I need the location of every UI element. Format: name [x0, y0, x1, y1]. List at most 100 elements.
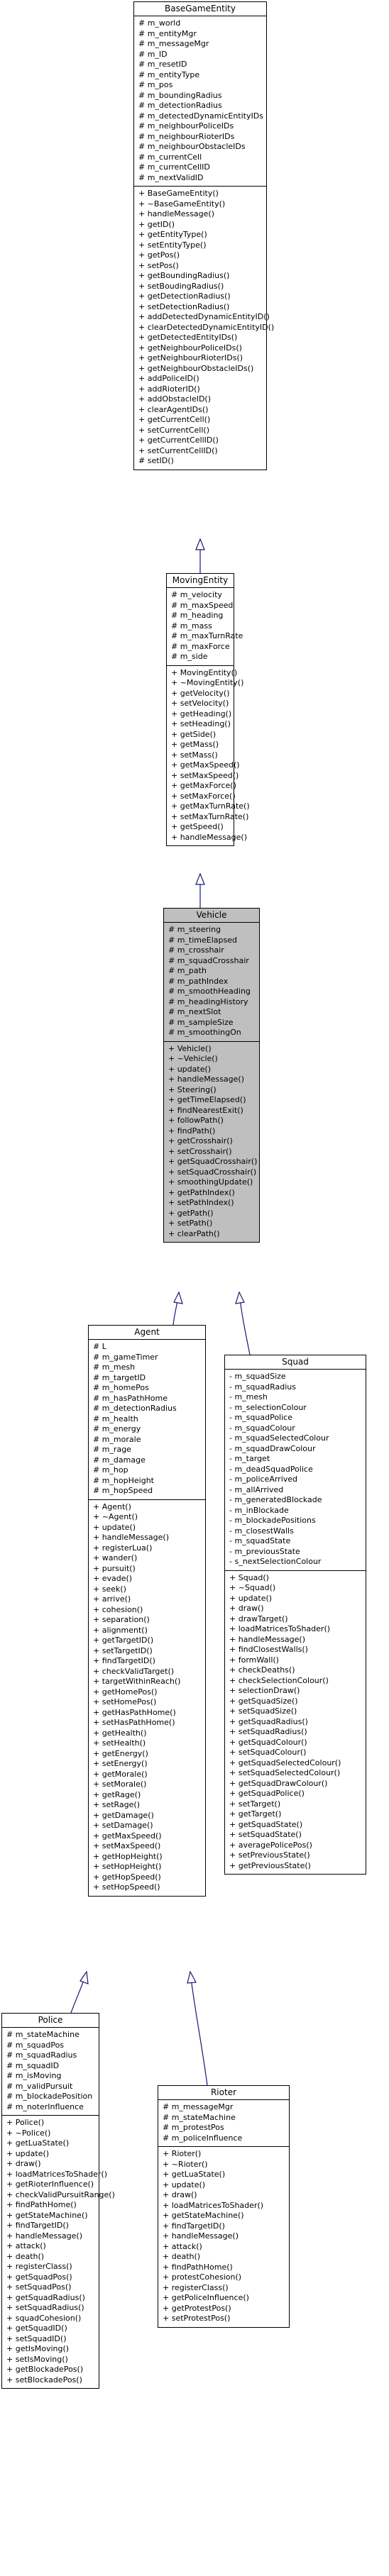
basegameentity-method: + addPoliceID() — [138, 374, 199, 383]
police-method: + getSquadID() — [6, 2324, 67, 2333]
basegameentity-attribute: # m_boundingRadius — [138, 90, 222, 100]
agent-method: + setHealth() — [93, 1738, 146, 1748]
rioter-method: + getStateMachine() — [163, 2211, 244, 2220]
rioter-attribute: # m_policeInfluence — [163, 2133, 243, 2143]
basegameentity-method: + addDetectedDynamicEntityID() — [138, 312, 270, 321]
squad-method: + handleMessage() — [229, 1634, 305, 1644]
class-vehicle[interactable]: Vehicle# m_steering# m_timeElapsed# m_cr… — [163, 908, 260, 1243]
basegameentity-method: + handleMessage() — [138, 209, 214, 218]
class-movingentity[interactable]: MovingEntity# m_velocity# m_maxSpeed# m_… — [166, 573, 250, 846]
squad-method: + drawTarget() — [229, 1614, 288, 1623]
agent-method: + findTargetID() — [93, 1656, 155, 1665]
basegameentity-attribute: # m_neighbourObstacleIDs — [138, 142, 246, 151]
vehicle-attribute: # m_smoothHeading — [168, 987, 251, 996]
squad-method: + setSquadRadius() — [229, 1727, 307, 1736]
basegameentity-method: + getDetectedEntityIDs() — [138, 333, 238, 342]
squad-method: + setSquadColour() — [229, 1748, 307, 1757]
agent-method: + evade() — [93, 1574, 133, 1583]
squad-method: + setTarget() — [229, 1799, 281, 1809]
movingentity-method: + setHeading() — [171, 719, 231, 728]
movingentity-method: + setMaxSpeed() — [171, 770, 239, 780]
basegameentity-method: + setDetectionRadius() — [138, 301, 230, 311]
vehicle-method: + getSquadCrosshair() — [168, 1157, 258, 1166]
basegameentity-attribute: # m_currentCell — [138, 152, 202, 162]
arrowhead-movingentity — [195, 872, 205, 885]
agent-method: + getRage() — [93, 1789, 141, 1799]
squad-method: + selectionDraw() — [229, 1686, 300, 1695]
class-police[interactable]: Police# m_stateMachine# m_squadPos# m_sq… — [1, 2013, 115, 2389]
class-squad[interactable]: Squad- m_squadSize- m_squadRadius- m_mes… — [224, 1355, 366, 1875]
agent-method: + setMorale() — [93, 1780, 147, 1789]
basegameentity-attribute: # m_pos — [138, 80, 173, 89]
police-method: + findTargetID() — [6, 2221, 69, 2230]
rioter-method: + setProtestPos() — [163, 2314, 231, 2323]
basegameentity-method: + getNeighbourObstacleIDs() — [138, 363, 254, 373]
rioter-method: + findPathHome() — [163, 2262, 233, 2272]
agent-method: + setHopSpeed() — [93, 1882, 160, 1892]
squad-attribute: - m_generatedBlockade — [229, 1495, 322, 1504]
edge-rioter-agent — [190, 1971, 208, 2086]
vehicle-attribute: # m_steering — [168, 925, 221, 934]
basegameentity-method: + getPos() — [138, 250, 180, 260]
agent-attribute: # m_hop — [93, 1465, 128, 1475]
class-rioter[interactable]: Rioter# m_messageMgr# m_stateMachine# m_… — [158, 2085, 290, 2328]
rioter-method: + loadMatricesToShader() — [163, 2200, 264, 2210]
vehicle-method: + getPathIndex() — [168, 1187, 235, 1197]
police-method: + Police() — [6, 2118, 45, 2127]
movingentity-method: + setMaxForce() — [171, 791, 236, 801]
basegameentity-method: + setEntityType() — [138, 240, 207, 250]
movingentity-method: + getHeading() — [171, 709, 232, 718]
police-method: + getSquadRadius() — [6, 2292, 85, 2302]
rioter-method: + protestCohesion() — [163, 2272, 242, 2282]
vehicle-method: + findNearestExit() — [168, 1105, 243, 1115]
movingentity-method: + MovingEntity() — [171, 667, 238, 677]
vehicle-attribute: # m_crosshair — [168, 945, 224, 955]
basegameentity-attribute: # m_messageMgr — [138, 39, 209, 48]
squad-method: + loadMatricesToShader() — [229, 1624, 331, 1633]
basegameentity-attribute: # m_neighbourRioterIDs — [138, 131, 235, 141]
squad-attribute: - m_squadPolice — [229, 1413, 292, 1422]
movingentity-method: + getMaxSpeed() — [171, 760, 240, 770]
rioter-method: + getPoliceInfluence() — [163, 2293, 249, 2302]
movingentity-class-name: MovingEntity — [167, 574, 234, 588]
rioter-method: + handleMessage() — [163, 2231, 239, 2241]
police-method: + update() — [6, 2148, 50, 2158]
police-method: + setIsMoving() — [6, 2354, 68, 2364]
agent-method: + setEnergy() — [93, 1759, 148, 1768]
basegameentity-method: + BaseGameEntity() — [138, 189, 219, 198]
agent-method: + getHopSpeed() — [93, 1872, 161, 1882]
police-method: + getLuaState() — [6, 2138, 70, 2148]
rioter-method: + registerClass() — [163, 2282, 229, 2292]
vehicle-method: + findPath() — [168, 1126, 216, 1136]
arrowhead-vehicle-from-squad — [235, 1291, 245, 1304]
rioter-method: + getLuaState() — [163, 2170, 226, 2179]
agent-method: + separation() — [93, 1615, 150, 1624]
vehicle-method: + handleMessage() — [168, 1075, 244, 1084]
agent-method: + getHomePos() — [93, 1687, 158, 1697]
movingentity-method: + getSide() — [171, 729, 217, 739]
rioter-method: + draw() — [163, 2190, 197, 2199]
police-method: + getIsMoving() — [6, 2344, 70, 2353]
squad-attribute: - m_selectionColour — [229, 1402, 307, 1412]
rioter-method: + getProtestPos() — [163, 2303, 231, 2313]
agent-attribute: # L — [93, 1342, 106, 1351]
rioter-method: + attack() — [163, 2241, 202, 2251]
squad-attribute: - m_mesh — [229, 1392, 268, 1401]
agent-method: + alignment() — [93, 1625, 148, 1635]
class-basegameentity[interactable]: BaseGameEntity# m_world# m_entityMgr# m_… — [133, 1, 274, 470]
squad-attribute: - m_allArrived — [229, 1484, 284, 1494]
police-method: + registerClass() — [6, 2262, 72, 2271]
vehicle-attribute: # m_smoothingOn — [168, 1028, 241, 1037]
squad-method: + formWall() — [229, 1655, 279, 1665]
movingentity-attributes: # m_velocity# m_maxSpeed# m_heading# m_m… — [167, 588, 243, 665]
movingentity-method: + getMass() — [171, 740, 219, 749]
police-method: + squadCohesion() — [6, 2313, 82, 2323]
squad-method: + getSquadSize() — [229, 1696, 298, 1706]
rioter-method: + Rioter() — [163, 2149, 202, 2158]
class-agent[interactable]: Agent# L# m_gameTimer# m_mesh# m_targetI… — [88, 1325, 206, 1897]
police-attribute: # m_squadID — [6, 2060, 60, 2070]
agent-attributes: # L# m_gameTimer# m_mesh# m_targetID# m_… — [89, 1340, 205, 1499]
movingentity-method: + handleMessage() — [171, 832, 247, 842]
vehicle-method: + setSquadCrosshair() — [168, 1167, 257, 1177]
